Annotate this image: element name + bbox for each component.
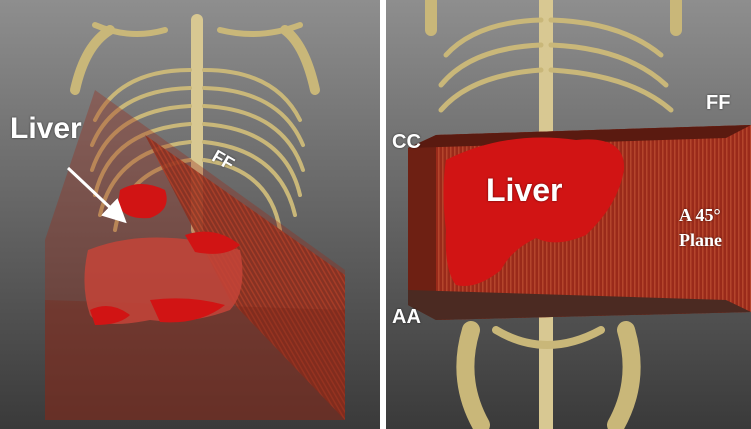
label-plane-angle: A 45° [679,205,721,226]
left-render-canvas [0,0,380,429]
right-panel-3d-render: FF CC Liver A 45° Plane AA [386,0,751,429]
label-plane-word: Plane [679,230,722,251]
label-cc: CC [392,131,421,154]
label-liver-left: Liver [10,112,82,146]
label-liver-right: Liver [486,172,562,209]
left-panel-3d-render: Liver FF [0,0,380,429]
label-ff-right: FF [706,92,730,115]
label-aa: AA [392,306,421,329]
